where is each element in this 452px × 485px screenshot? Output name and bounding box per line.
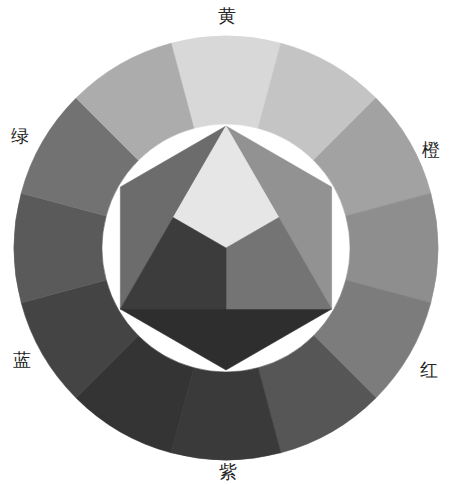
blue-kite — [120, 218, 226, 310]
color-name: 橙 — [420, 140, 442, 160]
color-name: 红 — [418, 360, 440, 380]
color-name: 紫 — [217, 462, 239, 482]
color-name: 绿 — [9, 126, 31, 146]
color-name: 蓝 — [11, 350, 33, 370]
red-kite — [226, 218, 332, 310]
violet-triangle — [120, 309, 331, 370]
wheel-group — [14, 36, 438, 460]
ring-segment — [76, 43, 194, 160]
color-name: 黄 — [216, 6, 238, 26]
